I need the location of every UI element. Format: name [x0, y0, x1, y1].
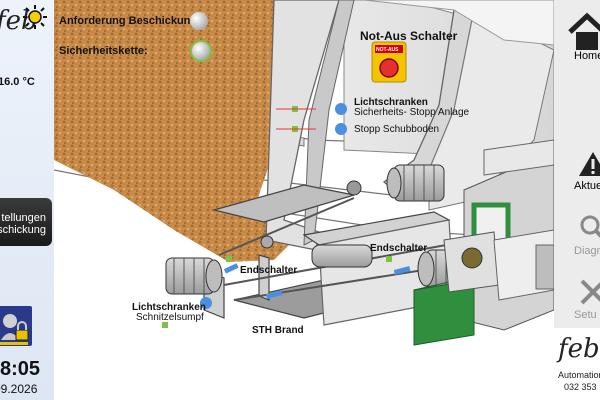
endschalter-right-label: Endschalter — [370, 243, 428, 254]
motor-top-right — [346, 164, 445, 202]
home-label: Home — [574, 50, 600, 62]
company-name: Automation — [558, 370, 600, 380]
lichtschranken2-title: Lichtschranken — [132, 302, 206, 313]
clock-date: 09.2026 — [0, 382, 38, 396]
settings-button-line1: tellungen — [1, 212, 46, 224]
tools-icon — [580, 279, 600, 305]
home-icon — [568, 12, 600, 50]
feb-logo-text: feb — [558, 334, 600, 364]
lichtschranken-title: Lichtschranken — [354, 97, 428, 108]
temperature-readout: 16.0 °C — [0, 76, 35, 88]
anforderung-indicator — [190, 12, 208, 30]
sicherheitskette-indicator — [190, 40, 212, 62]
light-barrier-markers — [162, 103, 392, 328]
lichtschranken2-sub: Schnitzelsumpf — [136, 312, 204, 323]
notaus-plate-text: NOT-AUS — [376, 47, 399, 53]
clock-time: 8:05 — [0, 358, 41, 380]
sth-brand-label: STH Brand — [252, 325, 304, 336]
process-diagram: NOT-AUS Anforderung Beschickung: Sicherh… — [54, 0, 554, 400]
settings-button-line2: schickung — [0, 224, 46, 236]
aktuell-label: Aktue — [574, 180, 600, 192]
green-machine — [413, 159, 554, 346]
settings-feeding-button[interactable]: tellungen schickung — [0, 198, 52, 246]
diagnose-label: Diagno — [574, 245, 600, 257]
lichtschranken-sub: Sicherheits- Stopp Anlage — [354, 107, 470, 118]
stopp-schubboden-label: Stopp Schubboden — [354, 124, 440, 135]
cylinder — [260, 235, 373, 268]
aktuell-button[interactable]: Aktue — [554, 140, 600, 208]
sicherheitskette-label: Sicherheitskette: — [59, 45, 148, 57]
left-sidebar: feb 16.0 °C tellungen schickung 8:05 09.… — [0, 0, 54, 400]
anforderung-label: Anforderung Beschickung: — [59, 15, 201, 27]
magnifier-icon — [580, 215, 600, 238]
feb-automation-logo: feb Automation 032 353 — [554, 328, 600, 400]
sun-icon — [23, 5, 47, 29]
user-lock-icon[interactable] — [0, 306, 32, 346]
phone-number: 032 353 — [564, 382, 597, 392]
setup-button[interactable]: Setu — [554, 265, 600, 333]
plant-illustration: NOT-AUS — [54, 0, 554, 346]
endschalter-left-label: Endschalter — [240, 265, 298, 276]
setup-label: Setu — [574, 309, 597, 321]
notaus-switch-icon — [371, 41, 407, 83]
motor-left — [165, 257, 223, 295]
warning-icon — [579, 152, 600, 176]
home-button[interactable]: Home — [554, 0, 600, 68]
diagnose-button[interactable]: Diagno — [554, 205, 600, 273]
notaus-title: Not-Aus Schalter — [360, 29, 458, 43]
right-nav: Home Aktue Diagno Setu feb Automation 03… — [554, 0, 600, 400]
